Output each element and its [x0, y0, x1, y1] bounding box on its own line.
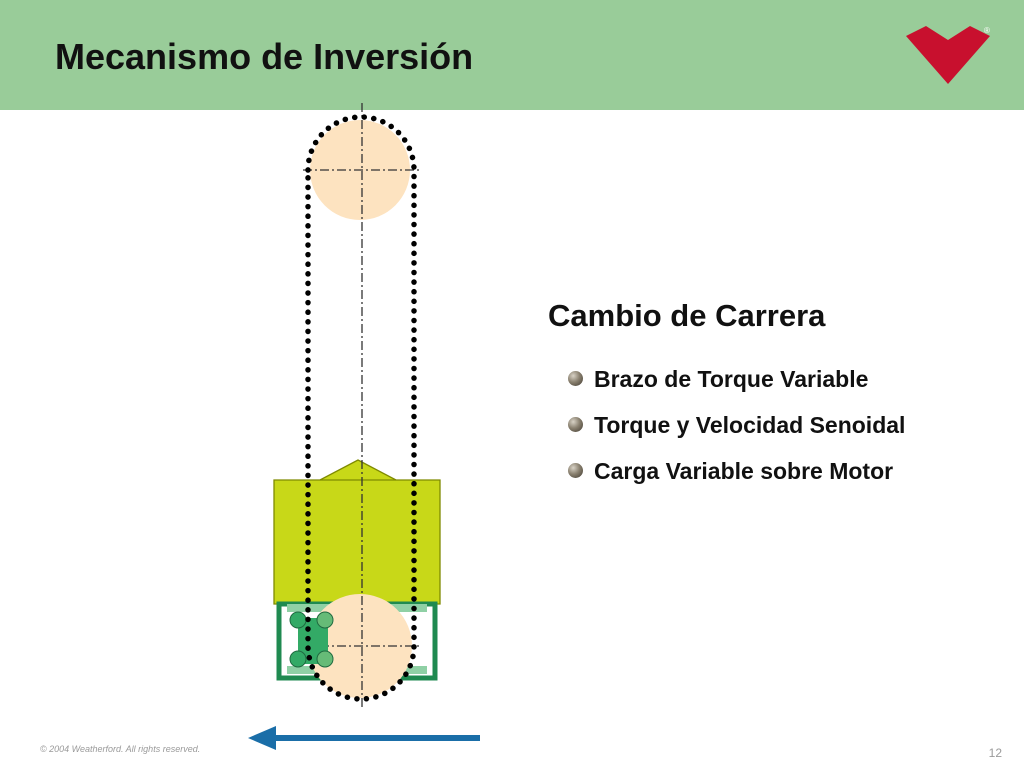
bullet-list: Brazo de Torque Variable Torque y Veloci…: [566, 364, 905, 502]
upper-sprocket-icon: [303, 120, 420, 220]
page-number: 12: [988, 746, 1002, 760]
copyright-notice: © 2004 Weatherford. All rights reserved.: [40, 744, 201, 754]
direction-arrow-icon: [248, 726, 480, 750]
bullet-icon: [568, 371, 583, 386]
bullet-item: Carga Variable sobre Motor: [566, 456, 905, 502]
bullet-icon: [568, 463, 583, 478]
registered-mark: ®: [984, 26, 990, 35]
bullet-text: Brazo de Torque Variable: [594, 366, 869, 392]
logo-shape: [906, 26, 990, 84]
bullet-item: Torque y Velocidad Senoidal: [566, 410, 905, 456]
bullet-item: Brazo de Torque Variable: [566, 364, 905, 410]
page-title: Mecanismo de Inversión: [55, 36, 474, 77]
section-subtitle: Cambio de Carrera: [548, 298, 826, 333]
bullet-text: Carga Variable sobre Motor: [594, 458, 894, 484]
carriage-rollers: [289, 611, 334, 668]
bullet-icon: [568, 417, 583, 432]
weatherford-logo-icon: ®: [906, 26, 990, 84]
header-bar: Mecanismo de Inversión ®: [0, 0, 1024, 110]
chain-icon: [305, 114, 417, 702]
bullet-text: Torque y Velocidad Senoidal: [594, 412, 906, 438]
